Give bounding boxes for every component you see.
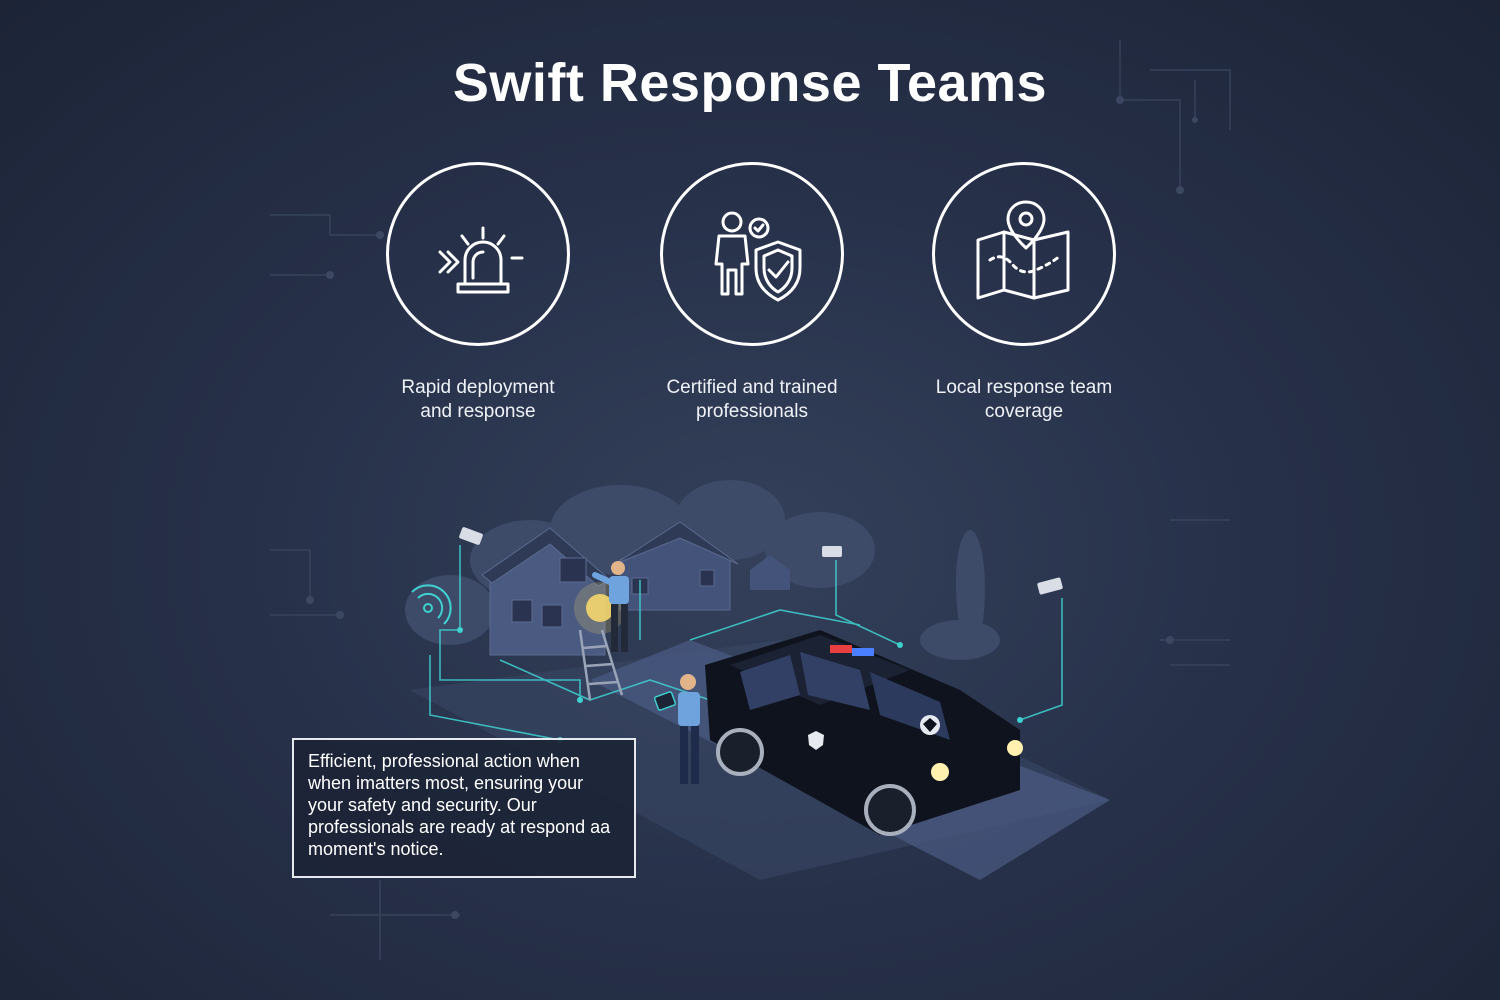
description-text: Efficient, professional action when when… bbox=[308, 751, 611, 859]
light-glow bbox=[586, 594, 614, 622]
ladder bbox=[578, 629, 624, 701]
house bbox=[481, 527, 611, 656]
small-house bbox=[750, 555, 790, 590]
security-camera-icon bbox=[459, 527, 1063, 595]
technician-figure bbox=[592, 561, 629, 652]
response-vehicle bbox=[705, 630, 1023, 836]
feature-certified-professionals: Certified and trained professionals bbox=[602, 162, 902, 424]
feature-rapid-deployment: Rapid deployment and response bbox=[328, 162, 628, 424]
map-pin-icon bbox=[976, 200, 1070, 300]
feature-icon-ring bbox=[932, 162, 1116, 346]
feature-label: Local response team coverage bbox=[935, 377, 1113, 422]
feature-icon-ring bbox=[386, 162, 570, 346]
feature-icon-ring bbox=[660, 162, 844, 346]
shield-guard-icon bbox=[714, 211, 802, 302]
page-title: Swift Response Teams bbox=[452, 53, 1048, 113]
officer-figure bbox=[653, 674, 700, 784]
feature-local-coverage: Local response team coverage bbox=[874, 162, 1174, 424]
door-shield-logo-icon bbox=[808, 731, 824, 750]
response-scene-illustration bbox=[405, 480, 1110, 880]
wifi-signal-icon bbox=[411, 584, 452, 625]
feature-label: Rapid deployment and response bbox=[401, 377, 555, 422]
description-box: Efficient, professional action when when… bbox=[292, 738, 636, 878]
alarm-light-icon bbox=[438, 226, 524, 294]
feature-label: Certified and trained professionals bbox=[666, 377, 838, 422]
